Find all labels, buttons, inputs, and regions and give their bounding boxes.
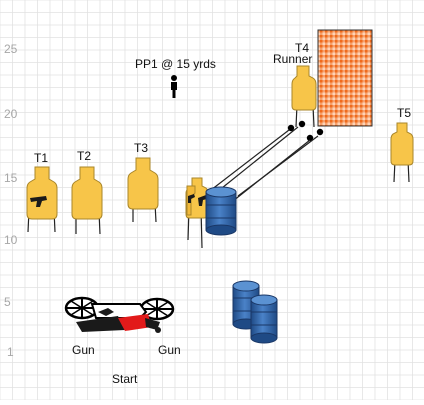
activation-cables [210,126,319,202]
target-t4-runner: T4 Runner [273,41,324,142]
barrel-front [250,294,278,344]
wall-backstop [317,29,373,127]
barrel-center [205,186,237,236]
runner-activator-4 [316,128,324,136]
start-tables: Gun Gun [64,296,181,357]
gun-label-left: Gun [72,343,95,357]
yard-axis: 25 20 15 10 5 1 [4,42,18,359]
target-t3-label: T3 [134,141,148,155]
gun-case [76,303,161,333]
runner-activator-2 [298,120,306,128]
axis-label-5: 5 [4,295,11,309]
start-label: Start [112,372,138,386]
target-t2: T2 [71,149,103,235]
target-t3: T3 [127,141,159,223]
axis-label-10: 10 [4,233,18,247]
target-t4-sublabel: Runner [273,52,312,66]
target-t5-label: T5 [397,106,411,120]
axis-label-25: 25 [4,42,18,56]
target-pair-behind-barrel [185,177,209,249]
target-t1-label: T1 [34,151,48,165]
target-t5: T5 [390,106,414,183]
target-t4-label: T4 [295,41,309,55]
barrel-pair [232,280,278,344]
no-shoot-gun-icon [30,196,47,207]
axis-label-1: 1 [7,345,14,359]
target-t1: T1 [26,151,58,233]
target-t2-label: T2 [77,149,91,163]
runner-activator-3 [306,134,314,142]
shooter-position-icon [171,75,177,98]
table-right [139,297,175,321]
stage-title: PP1 @ 15 yrds [135,57,216,71]
table-left [64,296,100,320]
runner-activator-1 [287,124,295,132]
axis-label-15: 15 [4,171,18,185]
no-shoot-hand-icon [188,194,207,206]
axis-label-20: 20 [4,107,18,121]
gun-label-right: Gun [158,343,181,357]
